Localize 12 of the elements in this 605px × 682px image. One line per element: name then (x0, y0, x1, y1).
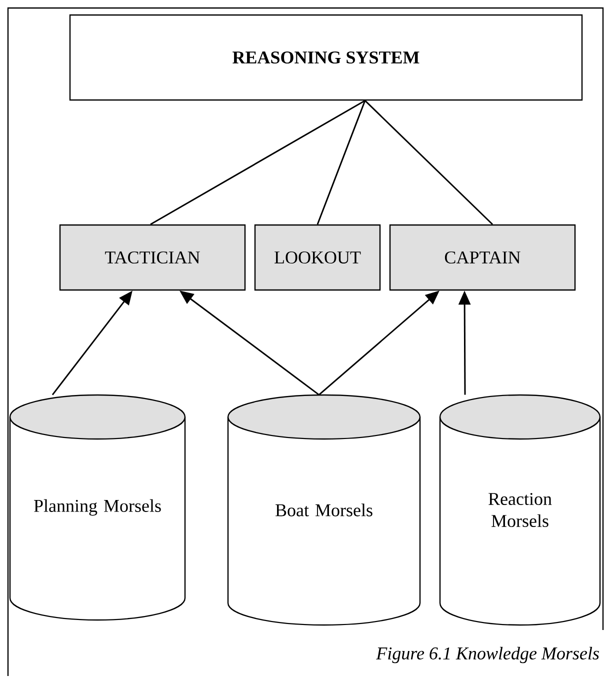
database-cylinder: Boat Morsels (227, 394, 421, 626)
agent-box: CAPTAIN (389, 224, 576, 291)
database-cylinder: Planning Morsels (9, 394, 186, 621)
connector-line (150, 100, 366, 226)
title-box: REASONING SYSTEM (69, 14, 583, 101)
node-label: Reaction Morsels (488, 492, 552, 528)
database-cylinder: Reaction Morsels (439, 394, 601, 626)
agent-box: LOOKOUT (254, 224, 381, 291)
caption: Figure 6.1 Knowledge Morsels (372, 644, 603, 666)
agent-box: TACTICIAN (59, 224, 246, 291)
connector-line (316, 100, 366, 225)
connector-line (364, 100, 494, 225)
